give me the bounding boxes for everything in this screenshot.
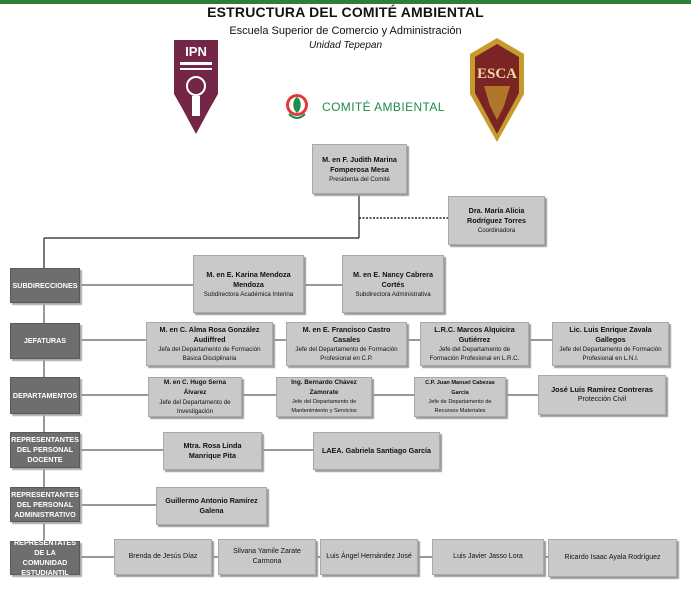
row-label-estudiantes: REPRESENTATES DE LA COMUNIDAD ESTUDIANTI… (10, 538, 80, 577)
member-name: L.R.C. Marcos Alquicira Gutiérrez (434, 325, 515, 344)
member-name: LAEA. Gabriela Santiago García (321, 446, 432, 455)
member-role: Jefa del Departamento de Formación Básic… (158, 346, 261, 362)
member-box: M. en E. Francisco Castro Casales Jefe d… (286, 322, 407, 366)
coordinator-role: Coordinadora (477, 227, 516, 234)
member-box: Luis Javier Jasso Lora (432, 539, 544, 575)
member-box: L.R.C. Marcos Alquicira Gutiérrez Jefe d… (420, 322, 529, 366)
member-box: Guillermo Antonio Ramírez Galena (156, 487, 267, 525)
president-name: M. en F. Judith Marina Fomperosa Mesa (322, 154, 397, 174)
member-role: Jefe del Departamento de Mantenimiento y… (291, 399, 357, 414)
member-box: Mtra. Rosa Linda Manrique Pita (163, 432, 262, 470)
member-name: M. en E. Francisco Castro Casales (302, 325, 391, 344)
row-label-jefaturas: JEFATURAS (10, 323, 80, 359)
esca-logo-text: ESCA (477, 66, 517, 82)
member-name: M. en E. Karina Mendoza Mendoza (206, 269, 291, 289)
committee-logo-text: COMITÉ AMBIENTAL (322, 100, 445, 114)
member-box: Ricardo Isaac Ayala Rodríguez (548, 539, 677, 577)
member-role: Jefe del Departamento de Formación Profe… (429, 346, 520, 362)
coordinator-name: Dra. María Alicia Rodríguez Torres (467, 206, 526, 225)
member-role: Jefe del Departamento de Investigación (159, 399, 231, 415)
member-name: Luis Ángel Hernández José (326, 553, 412, 560)
member-role: Subdirectora Administrativa (355, 290, 431, 298)
member-box: LAEA. Gabriela Santiago García (313, 432, 440, 470)
president-role: Presidenta del Comité (329, 175, 390, 183)
member-name: Guillermo Antonio Ramírez Galena (165, 496, 258, 515)
president-box: M. en F. Judith Marina Fomperosa Mesa Pr… (312, 144, 407, 194)
page-title: ESTRUCTURA DEL COMITÉ AMBIENTAL (207, 4, 484, 20)
coordinator-box: Dra. María Alicia Rodríguez Torres Coord… (448, 196, 545, 245)
member-name: Mtra. Rosa Linda Manrique Pita (183, 441, 242, 460)
row-label-docentes: REPRESENTANTES DEL PERSONAL DOCENTE (10, 432, 80, 468)
member-name: Ricardo Isaac Ayala Rodríguez (564, 554, 661, 561)
member-name: M. en C. Hugo Serna Álvarez (163, 379, 227, 396)
ipn-logo-icon: IPN (174, 40, 218, 134)
row-label-subdirecciones: SUBDIRECCIONES (10, 268, 80, 303)
member-name: José Luis Ramírez Contreras (551, 385, 653, 394)
member-role: Jefe de Departamento de Recursos Materia… (428, 399, 492, 414)
member-name: C.P. Juan Manuel Cabezas García (425, 380, 495, 396)
member-role: Subdirectora Académica Interina (203, 290, 294, 298)
member-box: M. en E. Nancy Cabrera Cortés Subdirecto… (342, 255, 444, 313)
member-role: Jefe del Departamento de Formación Profe… (295, 346, 398, 362)
member-box: M. en C. Hugo Serna Álvarez Jefe del Dep… (148, 377, 242, 417)
esca-logo-icon: ESCA (470, 38, 524, 142)
member-box: Lic. Luis Enrique Zavala Gallegos Jefe d… (552, 322, 669, 366)
top-accent-bar (0, 0, 691, 4)
member-name: Brenda de Jesús Díaz (128, 553, 198, 560)
member-role: Jefe del Departamento de Formación Profe… (559, 346, 662, 362)
row-label-administrativos: REPRESENTANTES DEL PERSONAL ADMINISTRATI… (10, 487, 80, 522)
member-box: Silvana Yamile Zarate Carmona (218, 539, 316, 575)
member-box: Luis Ángel Hernández José (320, 539, 418, 575)
member-box: C.P. Juan Manuel Cabezas García Jefe de … (414, 377, 506, 417)
ipn-logo-text: IPN (185, 44, 207, 59)
member-box: Ing. Bernardo Chávez Zamorate Jefe del D… (276, 377, 372, 417)
member-name: M. en E. Nancy Cabrera Cortés (353, 269, 433, 289)
member-box: M. en C. Alma Rosa González Audiffred Je… (146, 322, 273, 366)
member-name: Ing. Bernardo Chávez Zamorate (291, 379, 357, 396)
member-name: Lic. Luis Enrique Zavala Gallegos (569, 325, 652, 344)
unit-name: Unidad Tepepan (308, 40, 383, 51)
member-box: Brenda de Jesús Díaz (114, 539, 212, 575)
member-name: Luis Javier Jasso Lora (453, 553, 523, 560)
committee-logo-icon (286, 94, 308, 119)
member-box: José Luis Ramírez Contreras Protección C… (538, 375, 666, 415)
row-label-departamentos: DEPARTAMENTOS (10, 377, 80, 414)
member-role: Protección Civil (577, 396, 627, 403)
member-name: M. en C. Alma Rosa González Audiffred (159, 325, 260, 344)
school-name: Escuela Superior de Comercio y Administr… (229, 25, 462, 37)
member-box: M. en E. Karina Mendoza Mendoza Subdirec… (193, 255, 304, 313)
member-name: Silvana Yamile Zarate Carmona (233, 548, 301, 565)
